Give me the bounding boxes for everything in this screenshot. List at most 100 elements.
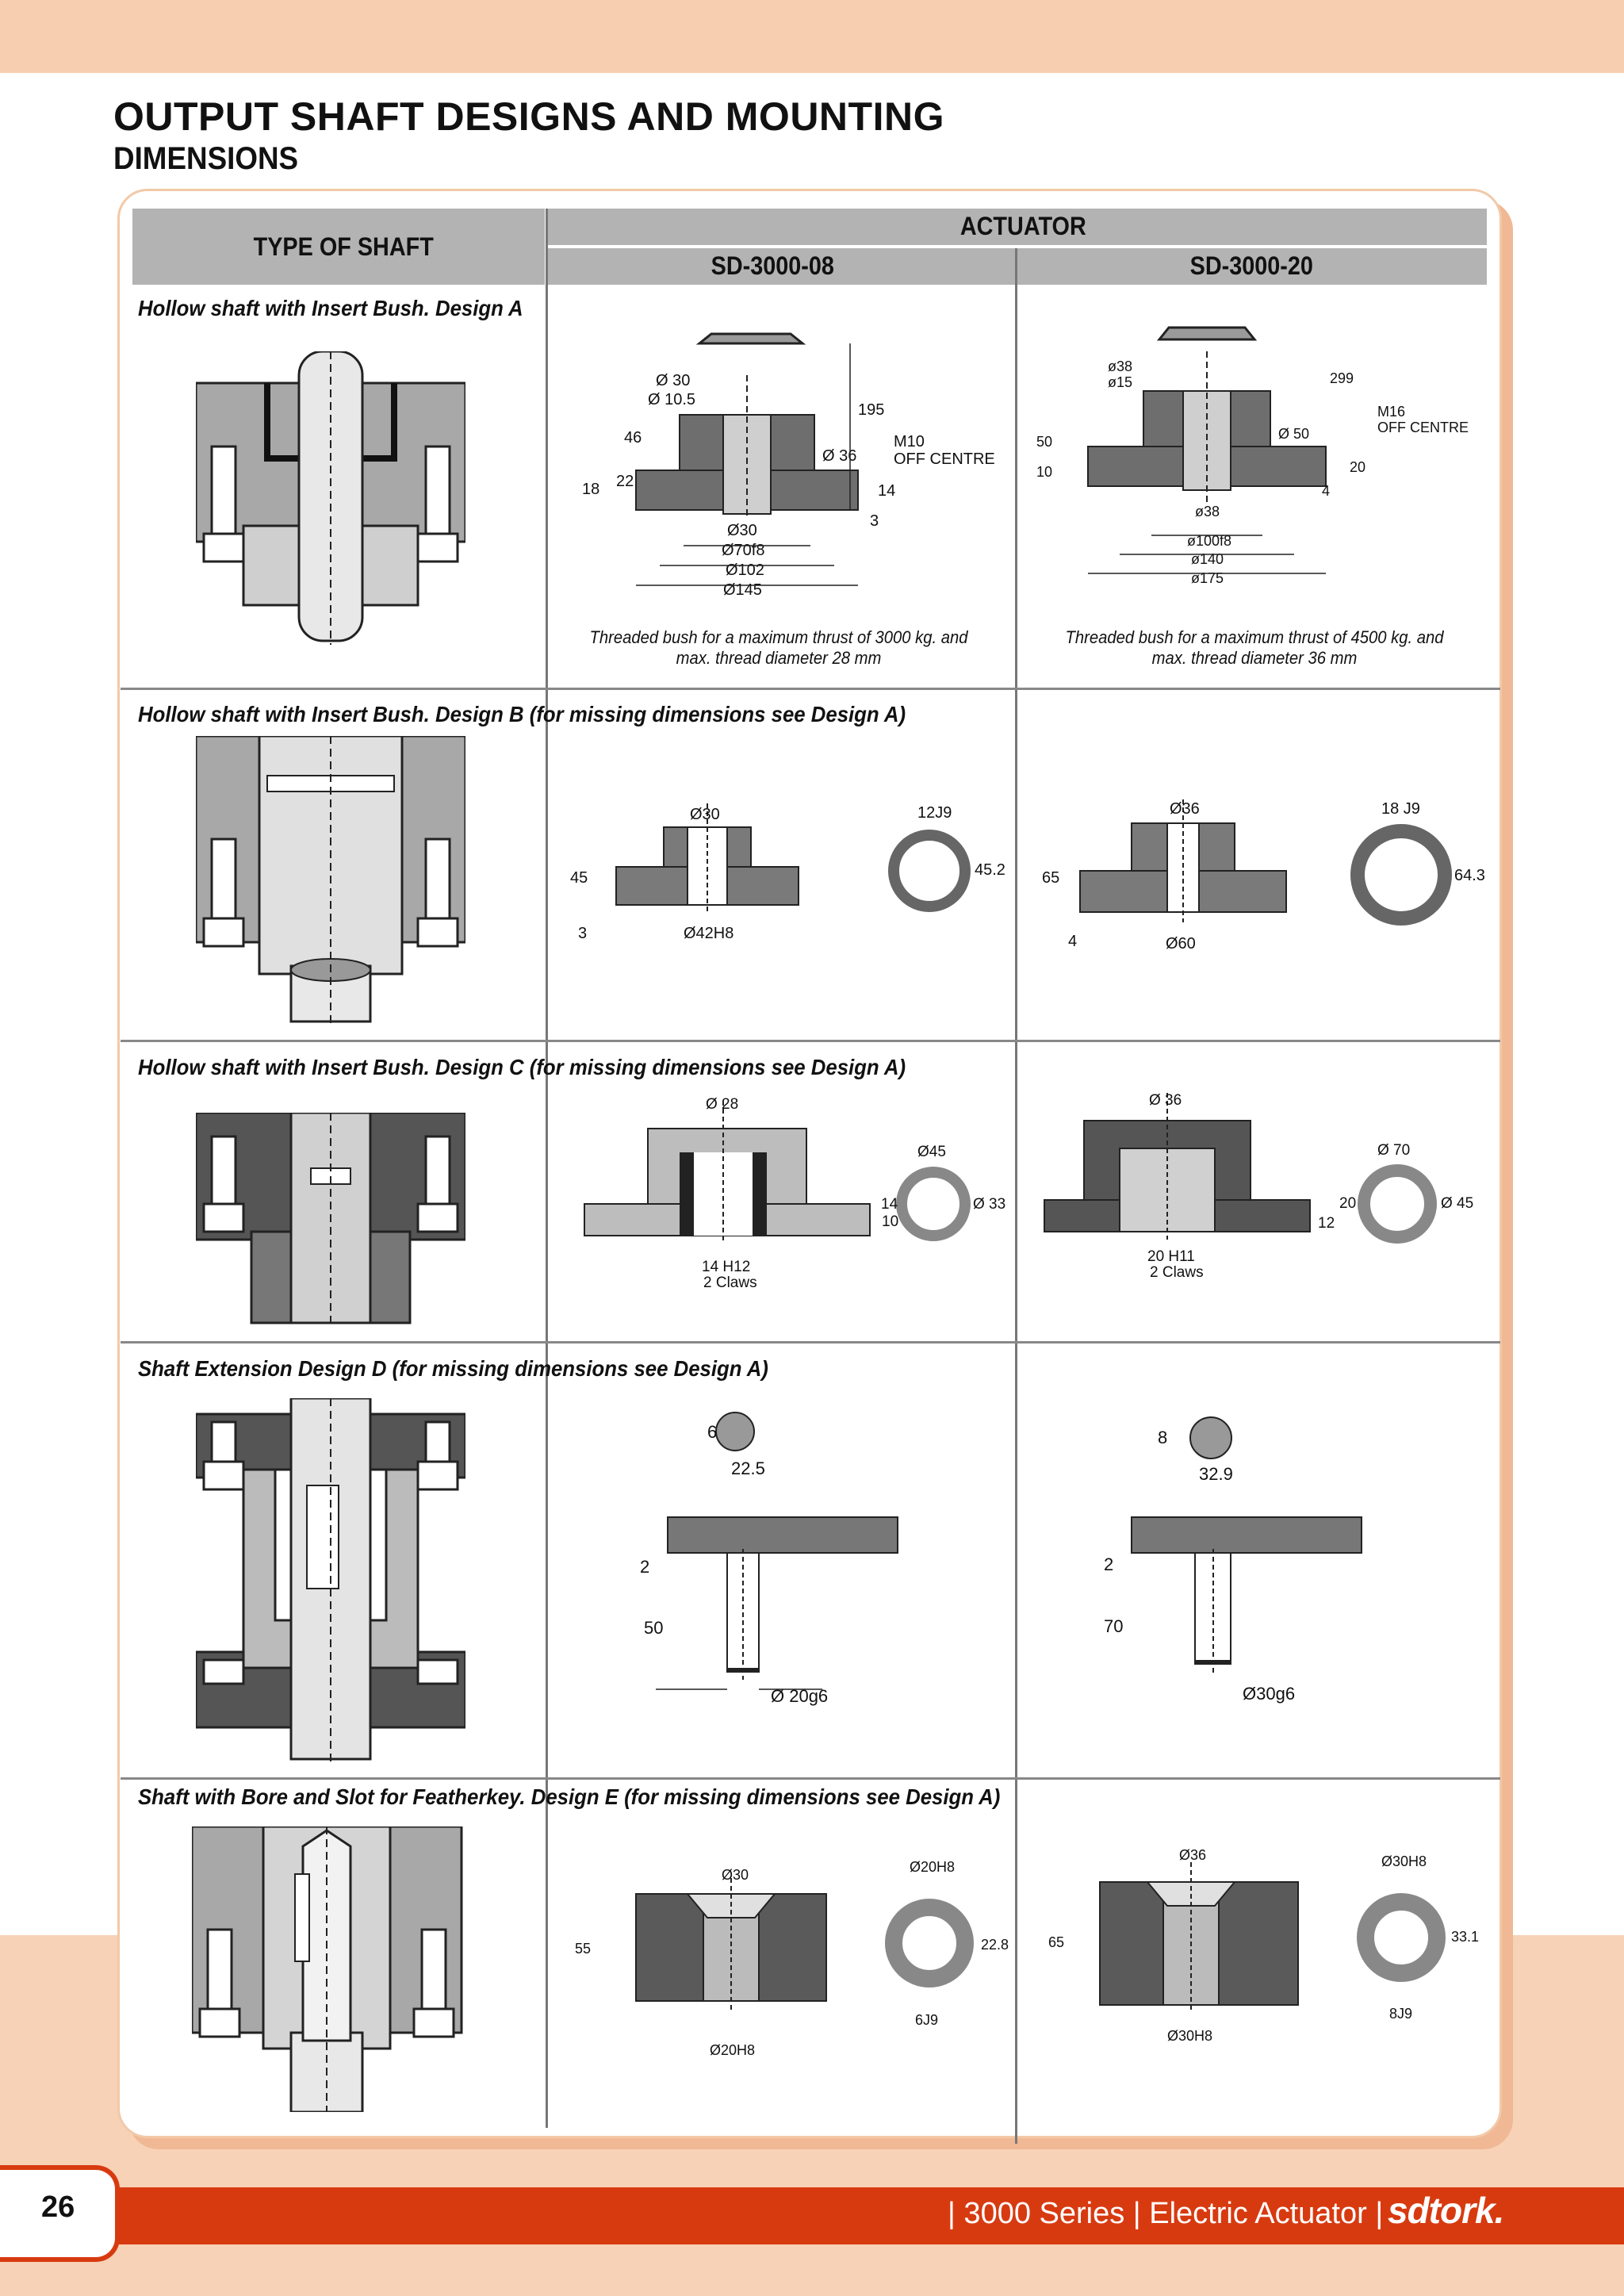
dim-c08-2claws: 2 Claws	[703, 1274, 757, 1291]
dim-b08-452: 45.2	[975, 861, 1005, 879]
design-a-drawing-20: ø38 ø15 299 M16 OFF CENTRE 50 Ø 50 10 20…	[1036, 326, 1469, 586]
row-divider-1	[121, 688, 1500, 690]
dim-a20-4: 4	[1322, 483, 1330, 499]
page-number-tab	[0, 2165, 120, 2262]
top-band	[0, 0, 1624, 73]
dim-a08-195: 195	[858, 401, 884, 419]
dim-e08-55: 55	[575, 1941, 591, 1957]
dim-e08-o20h8b: Ø20H8	[710, 2042, 755, 2058]
dim-c20-20h11: 20 H11	[1147, 1248, 1195, 1265]
dim-a20-d50: Ø 50	[1278, 426, 1309, 442]
dim-b20-18j9: 18 J9	[1381, 800, 1420, 818]
dim-e08-o30: Ø30	[722, 1867, 749, 1883]
dim-b08-o30: Ø30	[690, 806, 720, 823]
design-e-section-drawing	[192, 1826, 463, 2112]
dim-a08-14: 14	[878, 482, 895, 500]
dim-c08-14: 14	[881, 1196, 898, 1213]
row-label-design-b: Hollow shaft with Insert Bush. Design B …	[138, 702, 906, 726]
design-b-section-drawing	[196, 736, 465, 1025]
dim-c08-d28: Ø 28	[706, 1096, 738, 1113]
dim-a08-22: 22	[616, 473, 634, 490]
dim-e08-o20h8: Ø20H8	[910, 1859, 955, 1875]
dim-a20-off-centre: OFF CENTRE	[1377, 420, 1469, 435]
dim-b20-o60: Ø60	[1166, 935, 1196, 953]
header-actuator-cell	[547, 209, 1487, 245]
dim-d08-2: 2	[640, 1557, 649, 1577]
caption-design-a-08: Threaded bush for a maximum thrust of 30…	[589, 627, 968, 669]
dim-b20-o36: Ø36	[1170, 800, 1200, 818]
dim-a08-18: 18	[582, 481, 599, 498]
dim-a08-o145: Ø145	[723, 581, 762, 599]
caption-design-a-20: Threaded bush for a maximum thrust of 45…	[1065, 627, 1444, 669]
dim-a20-o100f8: ø100f8	[1187, 533, 1231, 549]
dim-d20-d30g6: Ø30g6	[1243, 1684, 1295, 1704]
design-d-drawing-20: 8 32.9 2 70 Ø30g6	[1104, 1416, 1362, 1704]
dim-b20-4: 4	[1068, 933, 1077, 950]
dim-a20-20: 20	[1350, 459, 1365, 475]
row-label-design-a: Hollow shaft with Insert Bush. Design A	[138, 296, 523, 320]
dim-a20-o140: ø140	[1191, 551, 1224, 567]
dim-c20-d45: Ø 45	[1441, 1195, 1473, 1212]
header-model-cell-08	[547, 248, 1015, 285]
row-divider-4	[121, 1777, 1500, 1780]
dim-c08-d33: Ø 33	[973, 1196, 1005, 1213]
dim-c20-2claws: 2 Claws	[1150, 1264, 1204, 1281]
dim-e20-o30h8b: Ø30H8	[1167, 2028, 1212, 2044]
dim-c08-10: 10	[882, 1213, 898, 1230]
dim-e20-65: 65	[1048, 1934, 1064, 1950]
dim-c20-d70: Ø 70	[1377, 1142, 1410, 1159]
dim-b08-3: 3	[578, 925, 587, 942]
dim-a08-o102: Ø102	[726, 562, 764, 579]
header-type-cell	[132, 209, 545, 285]
dim-a20-50: 50	[1036, 434, 1052, 450]
dim-a20-o38: ø38	[1108, 358, 1132, 374]
dim-a08-d30: Ø 30	[656, 372, 690, 389]
dim-b08-12j9: 12J9	[917, 804, 952, 822]
header-model-cell-20	[1017, 248, 1487, 285]
row-label-design-e: Shaft with Bore and Slot for Featherkey.…	[138, 1784, 1001, 1809]
dim-b20-65: 65	[1042, 869, 1059, 887]
model-header-08: SD-3000-08	[710, 251, 834, 280]
dim-c08-14h12: 14 H12	[702, 1259, 750, 1275]
dim-e20-o30h8: Ø30H8	[1381, 1853, 1427, 1869]
dim-a20-o175: ø175	[1191, 570, 1224, 586]
design-c-section-drawing	[196, 1113, 465, 1327]
dim-a20-10: 10	[1036, 464, 1052, 480]
brand-logo: sdtork.	[1388, 2190, 1504, 2231]
dim-e20-o36: Ø36	[1179, 1847, 1206, 1863]
footer-series-text: | 3000 Series | Electric Actuator |	[948, 2197, 1384, 2230]
design-b-drawing-20: Ø36 18 J9 65 64.3 4 Ø60	[1042, 799, 1484, 953]
dim-a08-d36: Ø 36	[822, 447, 856, 465]
design-c-drawing-08: Ø 28 Ø45 14 Ø 33 10 14 H12 2 Claws	[584, 1096, 1005, 1291]
footer-bar	[119, 2187, 1624, 2244]
dim-d20-329: 32.9	[1199, 1464, 1233, 1484]
dim-a20-m16: M16	[1377, 404, 1405, 420]
dim-a08-o30: Ø30	[727, 522, 757, 539]
row-divider-2	[121, 1040, 1500, 1042]
row-label-design-d: Shaft Extension Design D (for missing di…	[138, 1356, 768, 1381]
dim-e08-6j9: 6J9	[915, 2012, 938, 2028]
dim-d20-70: 70	[1104, 1616, 1123, 1636]
dim-b08-45: 45	[570, 869, 588, 887]
dim-c20-d36: Ø 36	[1149, 1092, 1182, 1109]
page-subtitle: DIMENSIONS	[113, 141, 299, 176]
dim-d08-50: 50	[644, 1618, 663, 1638]
dim-d20-8: 8	[1158, 1428, 1167, 1447]
dim-c20-20: 20	[1339, 1195, 1356, 1212]
shaft-table: TYPE OF SHAFT ACTUATOR SD-3000-08 SD-300…	[121, 209, 1500, 2144]
dim-d08-225: 22.5	[731, 1458, 765, 1478]
design-d-drawing-08: 6 22.5 2 50 Ø 20g6	[640, 1412, 898, 1706]
page-title: OUTPUT SHAFT DESIGNS AND MOUNTING	[113, 94, 944, 139]
design-c-drawing-20: Ø 36 Ø 70 20 Ø 45 12 20 H11 2 Claws	[1044, 1092, 1473, 1281]
dim-b20-643: 64.3	[1454, 867, 1484, 884]
dim-a08-46: 46	[624, 429, 642, 447]
design-b-drawing-08: Ø30 12J9 45 45.2 3 Ø42H8	[570, 803, 1005, 942]
dim-a20-299: 299	[1330, 370, 1354, 386]
design-e-drawing-08: Ø30 Ø20H8 55 22.8 6J9 Ø20H8	[575, 1859, 1009, 2058]
dim-b08-o42h8: Ø42H8	[684, 925, 733, 942]
column-divider-2	[1015, 248, 1017, 2144]
dim-a08-off-centre: OFF CENTRE	[894, 450, 995, 468]
page-number: 26	[41, 2191, 75, 2224]
design-a-section-drawing	[196, 351, 465, 645]
dim-d20-2: 2	[1104, 1554, 1113, 1574]
